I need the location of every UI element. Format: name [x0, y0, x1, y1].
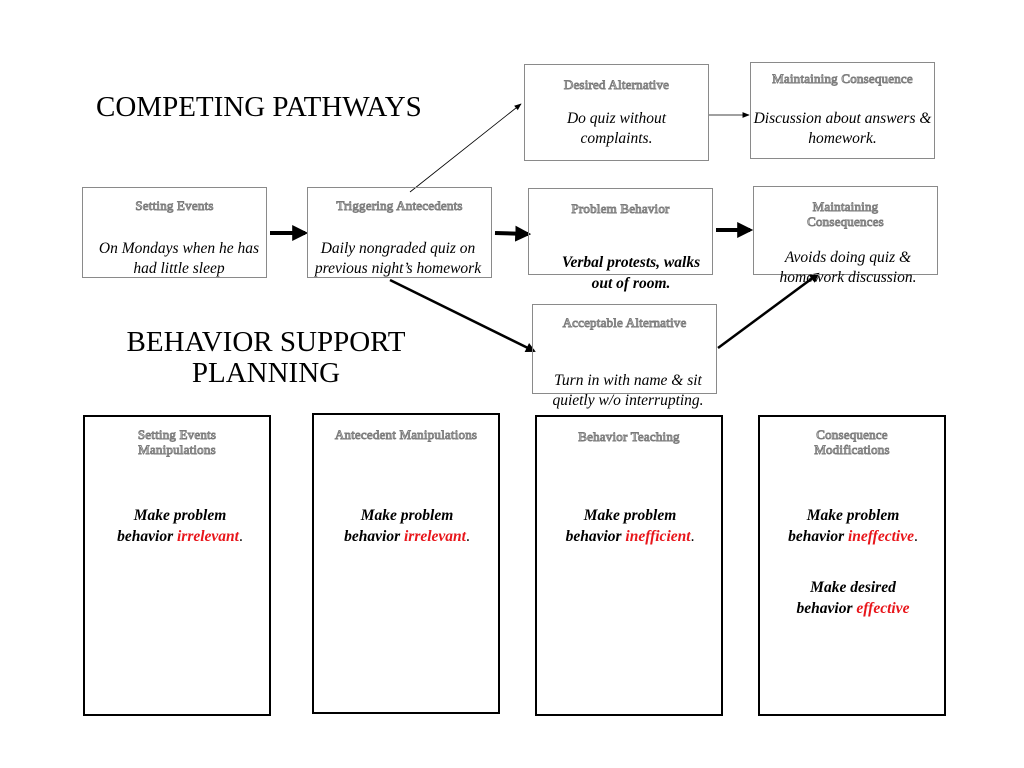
- desired-alternative-text: Do quiz without complaints.: [566, 110, 667, 147]
- triggering-antecedents-header: Triggering Antecedents: [336, 198, 463, 214]
- emphasis-inefficient: inefficient: [625, 528, 691, 545]
- title-line-2: PLANNING: [191, 357, 341, 389]
- behavior-teaching-header: Behavior Teaching: [578, 429, 680, 445]
- setting-events-manipulations-text: Make problem behavior irrelevant.: [81, 505, 279, 547]
- setting-events-manipulations-header: Setting Events Manipulations: [137, 427, 217, 458]
- desired-alternative-box: Desired Alternative Do quiz without comp…: [524, 64, 709, 161]
- maintaining-consequences-text: Avoids doing quiz & homework discussion.: [779, 249, 917, 286]
- goal-line-1: Make problem: [133, 507, 227, 524]
- goal-line-1: Make problem: [360, 507, 454, 524]
- title-competing-pathways: COMPETING PATHWAYS: [96, 91, 422, 123]
- setting-events-box: Setting Events: [82, 187, 267, 278]
- setting-events-header: Setting Events: [135, 198, 214, 214]
- maintaining-consequence-header: Maintaining Consequence: [772, 71, 913, 87]
- arrow-acceptable-to-maintaining: [717, 272, 820, 350]
- maintaining-consequence-box: Maintaining Consequence Discussion about…: [750, 62, 935, 159]
- setting-events-text: On Mondays when he has had little sleep: [98, 240, 260, 277]
- problem-behavior-header: Problem Behavior: [571, 201, 670, 217]
- maintaining-consequences-box: Maintaining Consequences: [753, 186, 938, 275]
- triggering-antecedents-text: Daily nongraded quiz on previous night’s…: [314, 240, 482, 277]
- arrow-trigger-to-desired: [409, 103, 522, 193]
- goal-line-2: behavior inefficient.: [565, 528, 695, 545]
- maintaining-consequences-header: Maintaining Consequences: [807, 199, 884, 230]
- antecedent-manipulations-header: Antecedent Manipulations: [334, 427, 478, 443]
- acceptable-alternative-header: Acceptable Alternative: [562, 315, 687, 331]
- antecedent-manipulations-box: Antecedent Manipulations Make problem be…: [312, 413, 500, 714]
- maintaining-consequence-text: Discussion about answers & homework.: [753, 110, 932, 147]
- acceptable-alternative-box: Acceptable Alternative: [532, 304, 717, 394]
- behavior-teaching-text: Make problem behavior inefficient.: [533, 505, 727, 547]
- goal-spacer: [756, 547, 950, 577]
- consequence-modifications-box: Consequence Modifications Make problem b…: [758, 415, 946, 716]
- title-behavior-support-planning: BEHAVIOR SUPPORT PLANNING: [96, 327, 436, 389]
- setting-events-manipulations-box: Setting Events Manipulations Make proble…: [83, 415, 271, 716]
- emphasis-irrelevant: irrelevant: [176, 528, 239, 545]
- goal-line-3: Make desired: [810, 579, 896, 596]
- problem-behavior-text: Verbal protests, walks out of room.: [561, 254, 701, 292]
- emphasis-irrelevant: irrelevant: [403, 528, 466, 545]
- goal-line-2: behavior irrelevant.: [117, 528, 243, 545]
- goal-line-2: behavior irrelevant.: [344, 528, 470, 545]
- behavior-teaching-box: Behavior Teaching Make problem behavior …: [535, 415, 723, 716]
- triggering-antecedents-box: Triggering Antecedents: [307, 187, 492, 278]
- arrow-trigger-to-problem: [494, 225, 532, 242]
- antecedent-manipulations-text: Make problem behavior irrelevant.: [310, 505, 504, 547]
- consequence-modifications-header: Consequence Modifications: [814, 427, 890, 458]
- arrow-trigger-to-acceptable: [389, 278, 536, 353]
- goal-line-4: behavior effective: [796, 600, 910, 617]
- acceptable-alternative-text: Turn in with name & sit quietly w/o inte…: [552, 372, 704, 409]
- emphasis-ineffective: ineffective: [847, 528, 914, 545]
- emphasis-effective: effective: [856, 600, 910, 617]
- goal-line-1: Make problem: [806, 507, 900, 524]
- title-line-1: BEHAVIOR SUPPORT: [126, 326, 406, 358]
- desired-alternative-header: Desired Alternative: [563, 77, 670, 93]
- consequence-modifications-text: Make problem behavior ineffective. Make …: [756, 505, 950, 619]
- goal-line-1: Make problem: [583, 507, 677, 524]
- goal-line-2: behavior ineffective.: [788, 528, 918, 545]
- problem-behavior-box: Problem Behavior: [528, 188, 713, 275]
